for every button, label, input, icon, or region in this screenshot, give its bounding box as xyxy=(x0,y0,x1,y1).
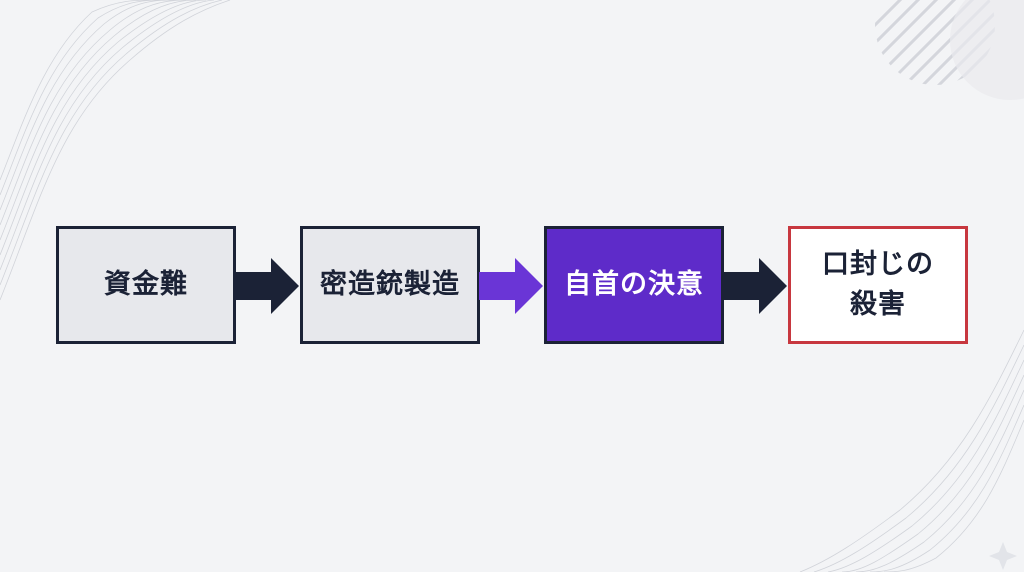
flow-step-silencing-murder: 口封じの 殺害 xyxy=(788,226,968,344)
flow-step-label: 口封じの 殺害 xyxy=(822,249,934,320)
sparkle-icon xyxy=(989,542,1017,570)
wave-lines-bottom-right xyxy=(799,329,1024,572)
flow-step-gun-manufacturing: 密造銃製造 xyxy=(300,226,480,344)
flow-step-funding-difficulty: 資金難 xyxy=(56,226,236,344)
soft-circle xyxy=(950,0,1024,100)
flow-step-label: 密造銃製造 xyxy=(320,269,460,300)
flow-step-label: 自首の決意 xyxy=(564,269,704,300)
flow-step-decision-to-surrender: 自首の決意 xyxy=(544,226,724,344)
arrow-right-icon xyxy=(235,258,299,314)
arrow-right-icon xyxy=(723,258,787,314)
flow-step-label: 資金難 xyxy=(104,269,188,300)
arrow-shape xyxy=(235,258,299,314)
hatched-circle xyxy=(875,0,995,85)
arrow-shape xyxy=(479,258,543,314)
arrow-shape xyxy=(723,258,787,314)
arrow-right-icon xyxy=(479,258,543,314)
